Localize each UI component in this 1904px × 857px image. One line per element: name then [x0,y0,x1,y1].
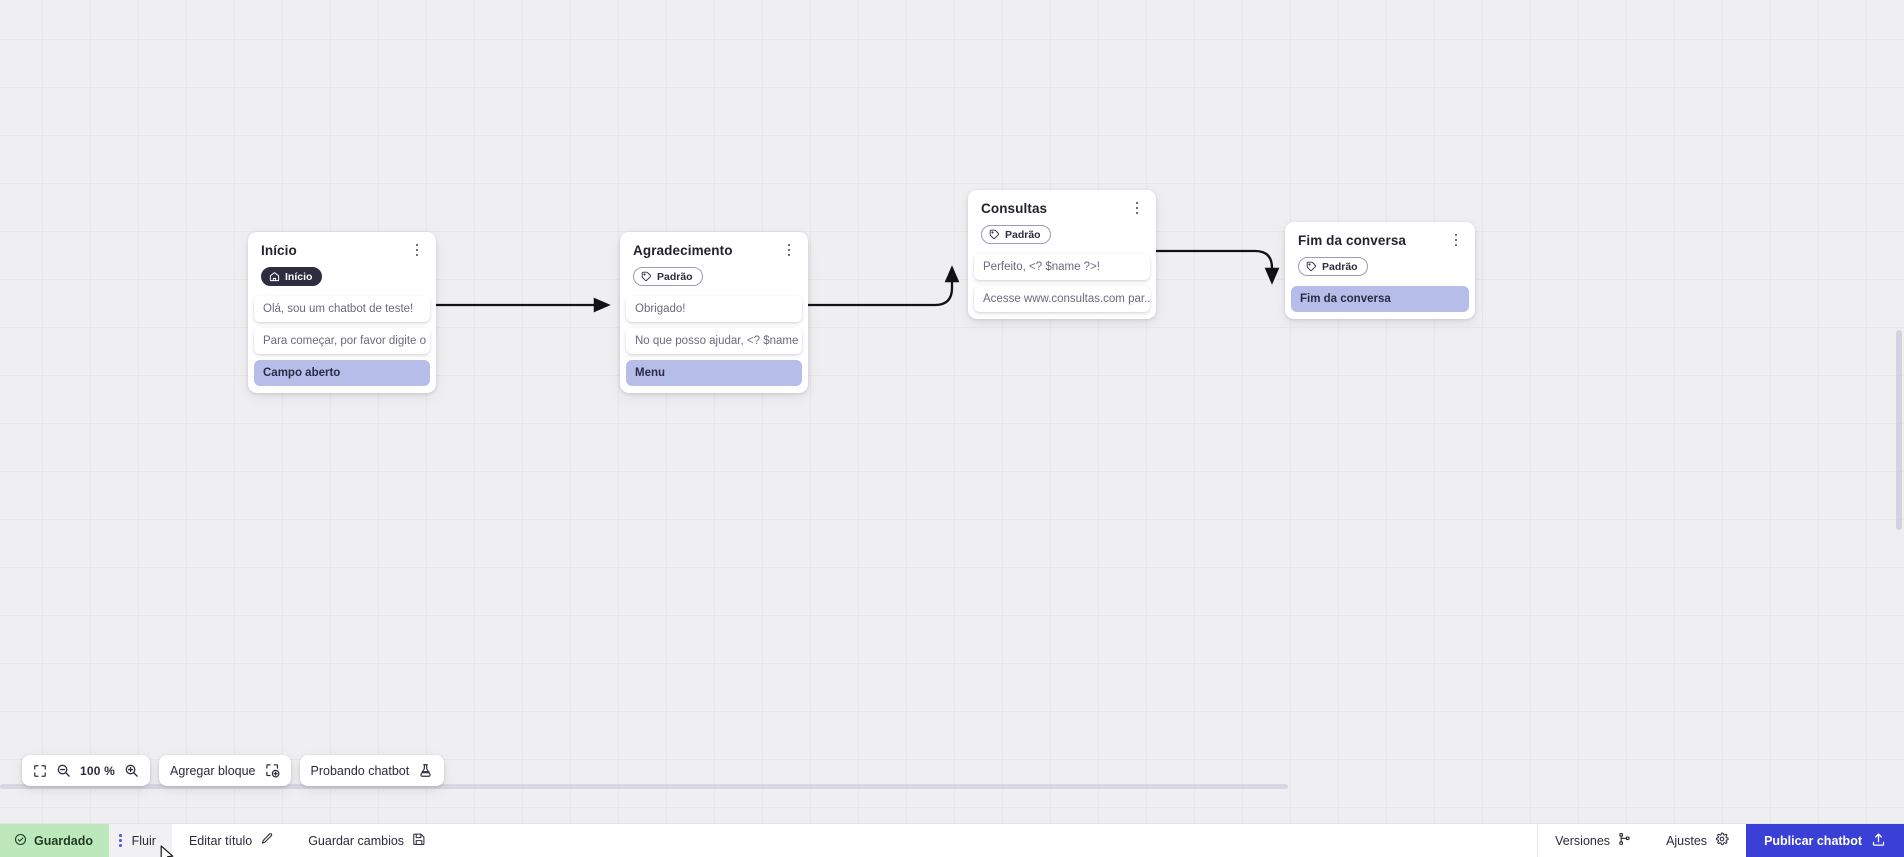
settings-label: Ajustes [1666,833,1708,848]
node-badge-label: Padrão [1005,228,1041,241]
node-row-message[interactable]: Acesse www.consultas.com par... [974,286,1150,312]
save-icon [412,832,426,849]
zoom-controls: 100 % [22,755,151,786]
edge-agradecimento-to-consultas [806,265,960,307]
node-title: Consultas [981,201,1048,216]
flow-node-agradecimento[interactable]: Agradecimento Padrão Obrigado! No q [620,232,808,393]
zoom-level-label: 100 % [80,763,116,778]
node-row-action[interactable]: Fim da conversa [1291,286,1469,312]
canvas-toolbar: 100 % Agregar bloque [22,755,445,786]
versions-label: Versiones [1555,833,1611,848]
node-row-message[interactable]: Obrigado! [626,296,802,322]
flow-node-inicio[interactable]: Início Início Olá, sou um chatbot de tes… [248,232,436,393]
node-title: Fim da conversa [1298,233,1407,248]
statusbar-left-group: Guardado Fluir Editar título Guardar cam… [0,824,443,857]
add-block-label: Agregar bloque [170,763,256,778]
home-icon [269,271,280,282]
settings-button[interactable]: Ajustes [1649,824,1746,857]
tag-icon [1306,261,1317,272]
save-changes-label: Guardar cambios [308,833,405,848]
saved-status-label: Guardado [34,833,94,848]
bottom-status-bar: Guardado Fluir Editar título Guardar cam… [0,823,1904,857]
node-badge-label: Padrão [1322,260,1358,273]
vertical-scrollbar[interactable] [1896,330,1902,530]
gear-icon [1715,832,1729,849]
publish-chatbot-label: Publicar chatbot [1764,833,1862,848]
tab-fluir-label: Fluir [131,833,156,848]
node-title: Início [261,243,297,258]
saved-status-badge: Guardado [0,824,110,857]
flow-connectors [436,249,1280,313]
node-menu-button[interactable] [1448,231,1464,249]
node-menu-button[interactable] [409,241,425,259]
node-row-message[interactable]: No que posso ajudar, <? $name ... [626,328,802,354]
edit-title-button[interactable]: Editar título [172,824,291,857]
node-badge-padrao: Padrão [633,267,703,286]
flow-node-consultas[interactable]: Consultas Padrão Perfeito, <? $name ?>! [968,190,1156,319]
statusbar-spacer [443,824,1537,857]
node-badge-inicio: Início [261,267,323,286]
node-header: Fim da conversa Padrão [1285,222,1475,286]
edit-title-label: Editar título [188,833,253,848]
node-menu-button[interactable] [781,241,797,259]
add-block-button[interactable]: Agregar bloque [159,755,291,786]
statusbar-right-group: Versiones Ajustes [1537,824,1904,857]
edge-consultas-to-fim [1155,249,1280,285]
drag-dots-icon[interactable] [119,834,122,847]
zoom-in-icon[interactable] [124,763,139,778]
publish-chatbot-button[interactable]: Publicar chatbot [1746,824,1904,857]
check-circle-icon [14,833,27,849]
test-chatbot-label: Probando chatbot [310,763,410,778]
node-row-action[interactable]: Campo aberto [254,360,430,386]
node-header: Início Início [248,232,436,296]
save-changes-button[interactable]: Guardar cambios [291,824,443,857]
fit-screen-icon[interactable] [33,764,47,778]
horizontal-scrollbar[interactable] [0,784,1288,789]
flow-node-fim-da-conversa[interactable]: Fim da conversa Padrão Fim da conversa [1285,222,1475,319]
node-badge-padrao: Padrão [981,225,1051,244]
node-rows: Obrigado! No que posso ajudar, <? $name … [620,296,808,386]
node-badge-padrao: Padrão [1298,257,1368,276]
node-rows: Fim da conversa [1285,286,1475,312]
node-badge-label: Início [285,270,313,283]
tag-icon [989,229,1000,240]
flask-icon [418,763,433,778]
versions-button[interactable]: Versiones [1538,824,1649,857]
node-row-action[interactable]: Menu [626,360,802,386]
node-row-message[interactable]: Perfeito, <? $name ?>! [974,254,1150,280]
node-row-message[interactable]: Olá, sou um chatbot de teste! [254,296,430,322]
zoom-out-icon[interactable] [56,763,71,778]
node-rows: Olá, sou um chatbot de teste! Para começ… [248,296,436,386]
node-header: Consultas Padrão [968,190,1156,254]
tab-fluir[interactable]: Fluir [109,824,172,857]
flow-canvas[interactable]: Início Início Olá, sou um chatbot de tes… [0,0,1904,823]
node-title: Agradecimento [633,243,733,258]
upload-icon [1871,832,1886,850]
branch-icon [1618,832,1632,849]
tag-icon [641,271,652,282]
node-header: Agradecimento Padrão [620,232,808,296]
test-chatbot-button[interactable]: Probando chatbot [299,755,445,786]
pencil-icon [260,832,274,849]
node-menu-button[interactable] [1129,199,1145,217]
node-row-message[interactable]: Para começar, por favor digite o ... [254,328,430,354]
add-block-icon [265,763,280,778]
node-badge-label: Padrão [657,270,693,283]
node-rows: Perfeito, <? $name ?>! Acesse www.consul… [968,254,1156,312]
